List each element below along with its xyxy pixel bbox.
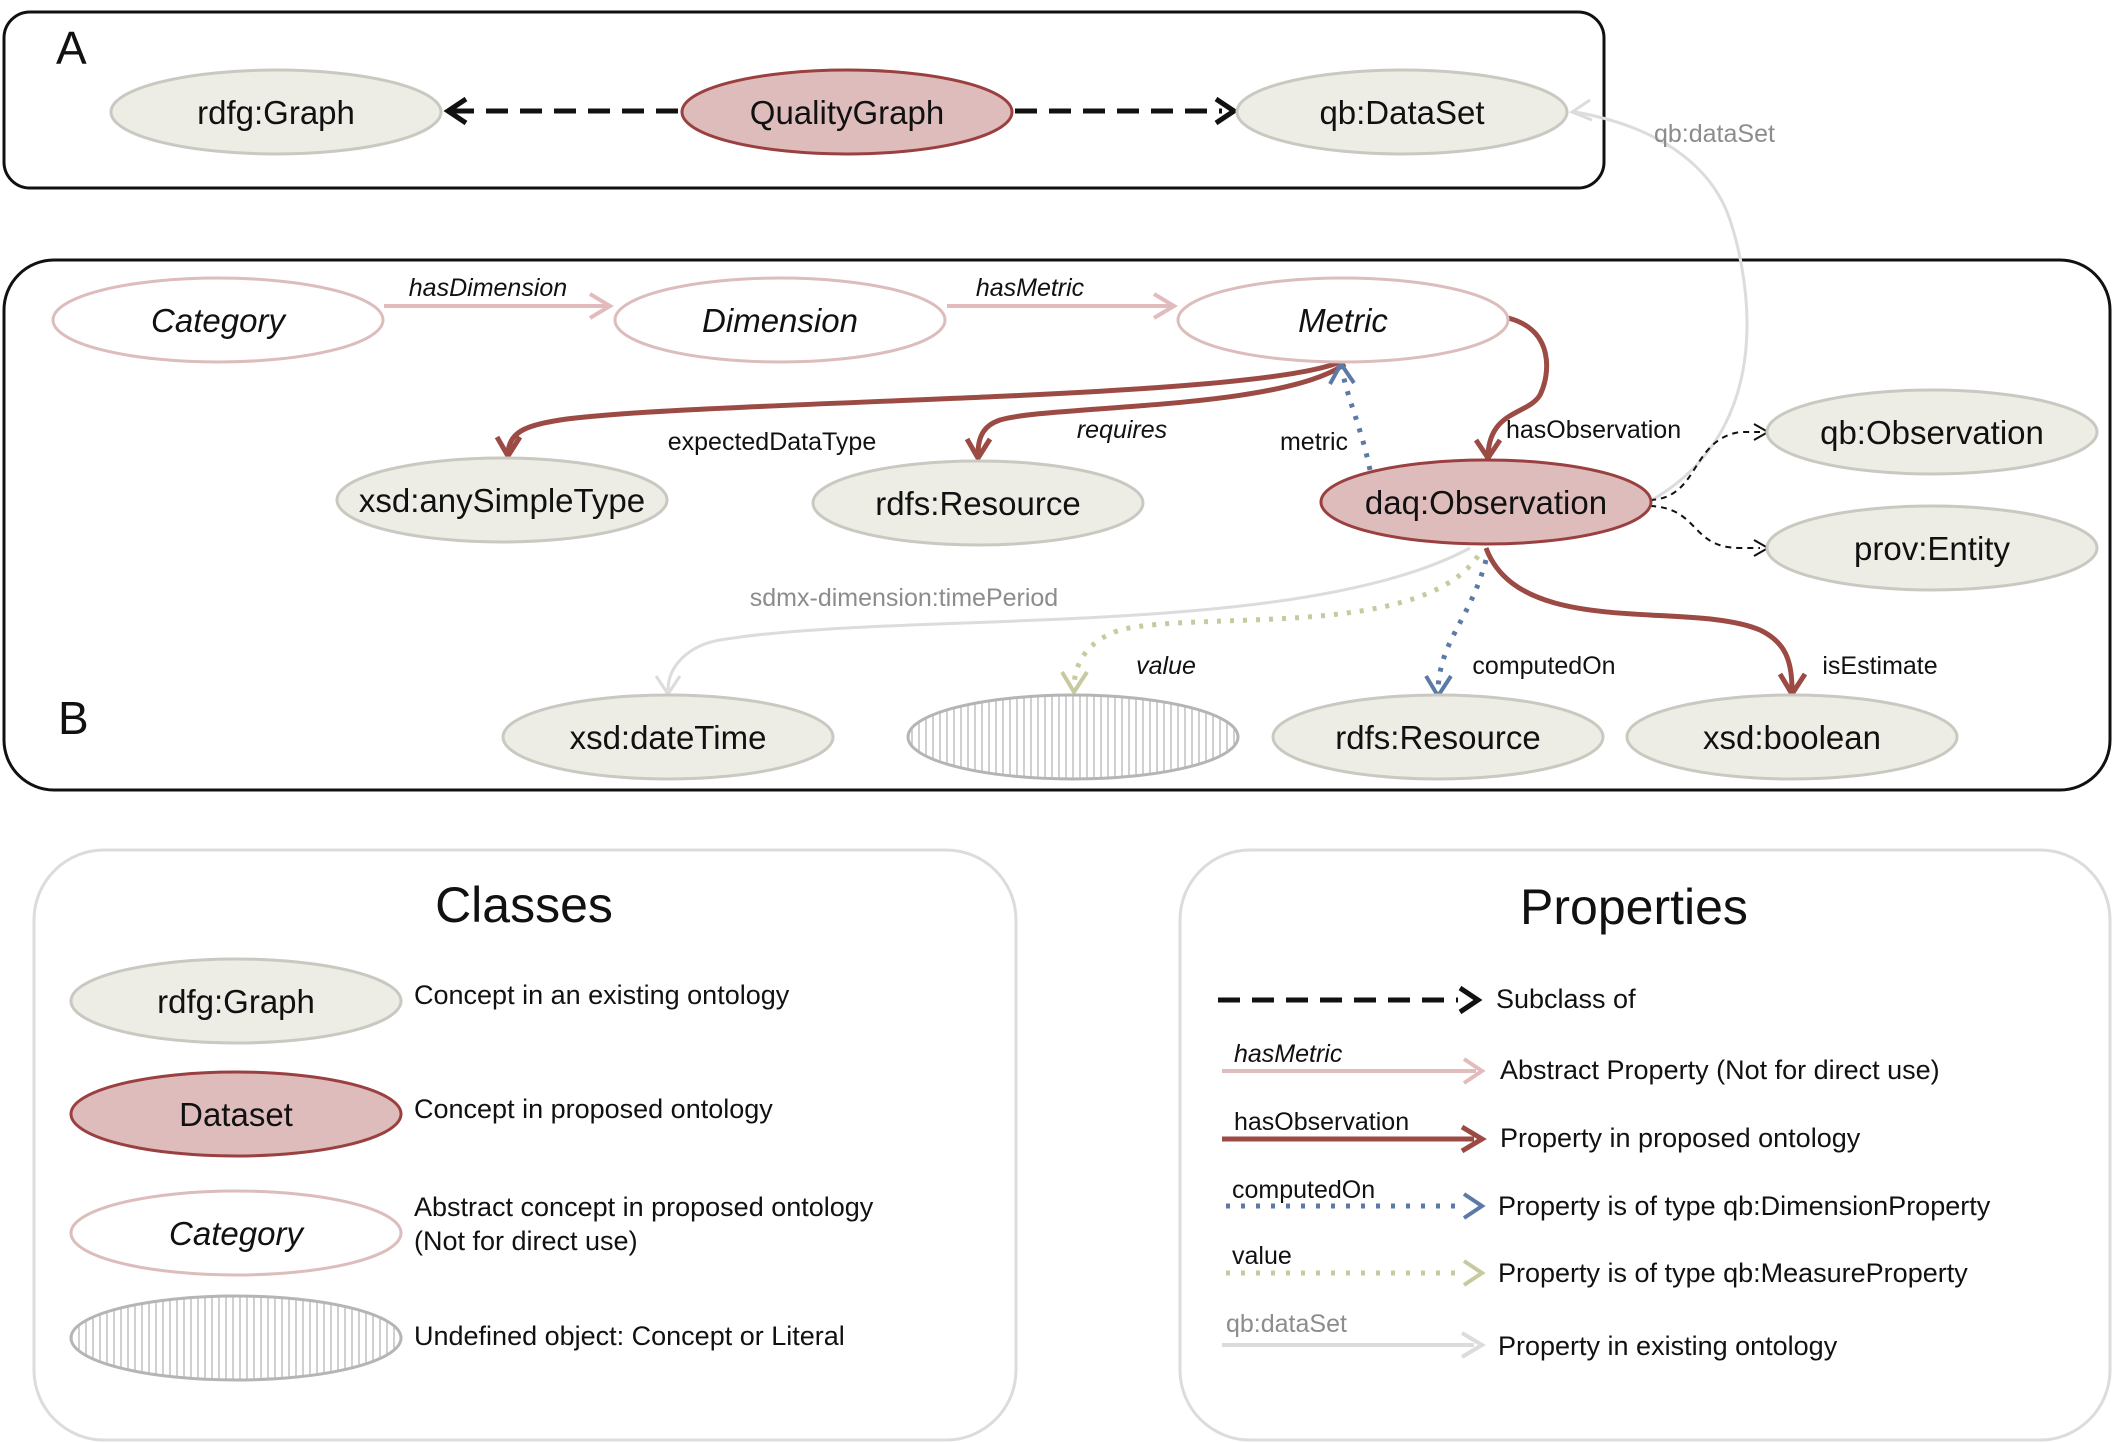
legend-classes-title: Classes (435, 877, 613, 933)
arrowhead-requires (964, 437, 993, 463)
node-xsd-datetime-label: xsd:dateTime (570, 719, 767, 756)
legend-prop-proposed-desc: Property in proposed ontology (1500, 1123, 1861, 1153)
node-quality-graph-label: QualityGraph (750, 94, 944, 131)
legend-class-abstract-desc-1: Abstract concept in proposed ontology (414, 1192, 874, 1222)
arrowhead-rdfg (443, 96, 468, 126)
edge-requires-label: requires (1077, 416, 1167, 444)
legend-prop-subclass-desc: Subclass of (1496, 984, 1636, 1014)
node-xsd-anysimpletype-label: xsd:anySimpleType (359, 482, 645, 519)
legend-properties-panel (1178, 848, 2112, 1442)
node-category (51, 276, 385, 364)
arrowhead-has-metric (1152, 292, 1178, 320)
node-qb-observation (1765, 388, 2099, 476)
legend-class-abstract-desc-2: (Not for direct use) (414, 1226, 638, 1256)
legend-prop-dimension-desc: Property is of type qb:DimensionProperty (1498, 1191, 1991, 1221)
edge-requires (975, 361, 1347, 455)
edge-time-period (666, 546, 1471, 691)
node-dimension (613, 276, 947, 364)
legend-class-abstract-sample-label: Category (169, 1215, 305, 1252)
legend-prop-measure-desc: Property is of type qb:MeasureProperty (1498, 1258, 1968, 1288)
node-xsd-datetime (501, 693, 835, 781)
legend-class-existing-desc: Concept in an existing ontology (414, 980, 790, 1010)
edge-qb-dataset (1574, 110, 1749, 502)
legend-prop-abstract-label: hasMetric (1234, 1040, 1343, 1068)
legend-class-proposed-desc: Concept in proposed ontology (414, 1094, 773, 1124)
panel-a-letter: A (56, 22, 87, 74)
legend-class-abstract-sample (69, 1189, 403, 1277)
node-rdfs-resource-1 (811, 459, 1145, 547)
node-rdfs-resource-2 (1271, 693, 1605, 781)
edge-metric-label: metric (1280, 428, 1348, 456)
legend-prop-existing-desc: Property in existing ontology (1498, 1331, 1838, 1361)
node-daq-observation (1319, 458, 1653, 546)
node-quality-graph (680, 68, 1014, 156)
node-prov-entity (1765, 504, 2099, 592)
node-qb-observation-label: qb:Observation (1820, 414, 2044, 451)
edge-value-label: value (1136, 652, 1196, 680)
node-rdfg-graph-label: rdfg:Graph (197, 94, 355, 131)
legend-class-undefined-sample (69, 1294, 403, 1382)
legend-prop-existing-label: qb:dataSet (1226, 1310, 1347, 1338)
edge-subclass-prov-entity (1649, 505, 1760, 549)
legend-prop-abstract-desc: Abstract Property (Not for direct use) (1500, 1055, 1940, 1085)
legend-prop-measure-arrowhead (1462, 1259, 1486, 1287)
arrowhead-has-observation (1473, 438, 1503, 463)
node-qb-dataset (1235, 68, 1569, 156)
arrowhead-value (1060, 670, 1089, 696)
node-category-label: Category (151, 302, 287, 339)
arrowhead-has-dimension (588, 292, 614, 320)
edge-metric (1339, 369, 1373, 471)
edge-value (1071, 554, 1481, 687)
legend-class-proposed-sample-label: Dataset (179, 1096, 293, 1133)
edge-qb-dataset-label: qb:dataSet (1654, 120, 1775, 148)
legend-prop-abstract-arrowhead (1462, 1057, 1486, 1085)
legend-classes-panel (32, 848, 1018, 1442)
legend-prop-measure-label: value (1232, 1242, 1292, 1270)
panel-b-letter: B (58, 692, 89, 744)
node-rdfs-resource-1-label: rdfs:Resource (875, 485, 1080, 522)
edge-has-metric-label: hasMetric (976, 274, 1085, 302)
arrowhead-computed-on (1424, 674, 1453, 700)
node-rdfg-graph (109, 68, 443, 156)
arrowhead-qbdataset (1214, 96, 1239, 126)
edge-is-estimate-label: isEstimate (1822, 652, 1937, 680)
node-xsd-boolean-label: xsd:boolean (1703, 719, 1881, 756)
edge-computed-on-label: computedOn (1472, 652, 1615, 680)
node-rdfs-resource-2-label: rdfs:Resource (1335, 719, 1540, 756)
legend-prop-subclass-arrowhead (1458, 985, 1483, 1015)
node-prov-entity-label: prov:Entity (1854, 530, 2010, 567)
legend-properties-title: Properties (1520, 879, 1748, 935)
node-dimension-label: Dimension (702, 302, 858, 339)
legend-prop-existing-arrowhead (1460, 1331, 1486, 1359)
node-xsd-boolean (1625, 693, 1959, 781)
edge-has-observation (1485, 315, 1550, 456)
arrowhead-metric (1328, 360, 1356, 385)
legend-class-proposed-sample (69, 1070, 403, 1158)
arrowhead-expected-data-type (494, 435, 523, 461)
legend-prop-dimension-arrowhead (1462, 1192, 1486, 1220)
legend-prop-proposed-label: hasObservation (1234, 1108, 1409, 1136)
node-daq-observation-label: daq:Observation (1365, 484, 1607, 521)
edge-time-period-label: sdmx-dimension:timePeriod (750, 584, 1058, 612)
panel-a-frame (2, 10, 1606, 190)
edge-subclass-qb-observation (1649, 431, 1760, 501)
legend-class-undefined-desc: Undefined object: Concept or Literal (414, 1321, 845, 1351)
legend-class-existing-sample (69, 957, 403, 1045)
edge-expected-data-type (505, 359, 1341, 453)
edge-has-dimension-label: hasDimension (409, 274, 567, 302)
legend-prop-dimension-label: computedOn (1232, 1176, 1375, 1204)
node-undefined (906, 693, 1240, 781)
legend-prop-proposed-arrowhead (1460, 1124, 1487, 1154)
edge-expected-data-type-label: expectedDataType (668, 428, 876, 456)
edge-is-estimate (1483, 547, 1795, 691)
legend-class-existing-sample-label: rdfg:Graph (157, 983, 315, 1020)
node-xsd-anysimpletype (335, 456, 669, 544)
arrowhead-qb-dataset (1568, 98, 1593, 122)
node-qb-dataset-label: qb:DataSet (1319, 94, 1484, 131)
node-metric (1176, 276, 1510, 364)
node-metric-label: Metric (1298, 302, 1388, 339)
panel-b-frame (2, 258, 2112, 792)
edge-has-observation-label: hasObservation (1506, 416, 1681, 444)
